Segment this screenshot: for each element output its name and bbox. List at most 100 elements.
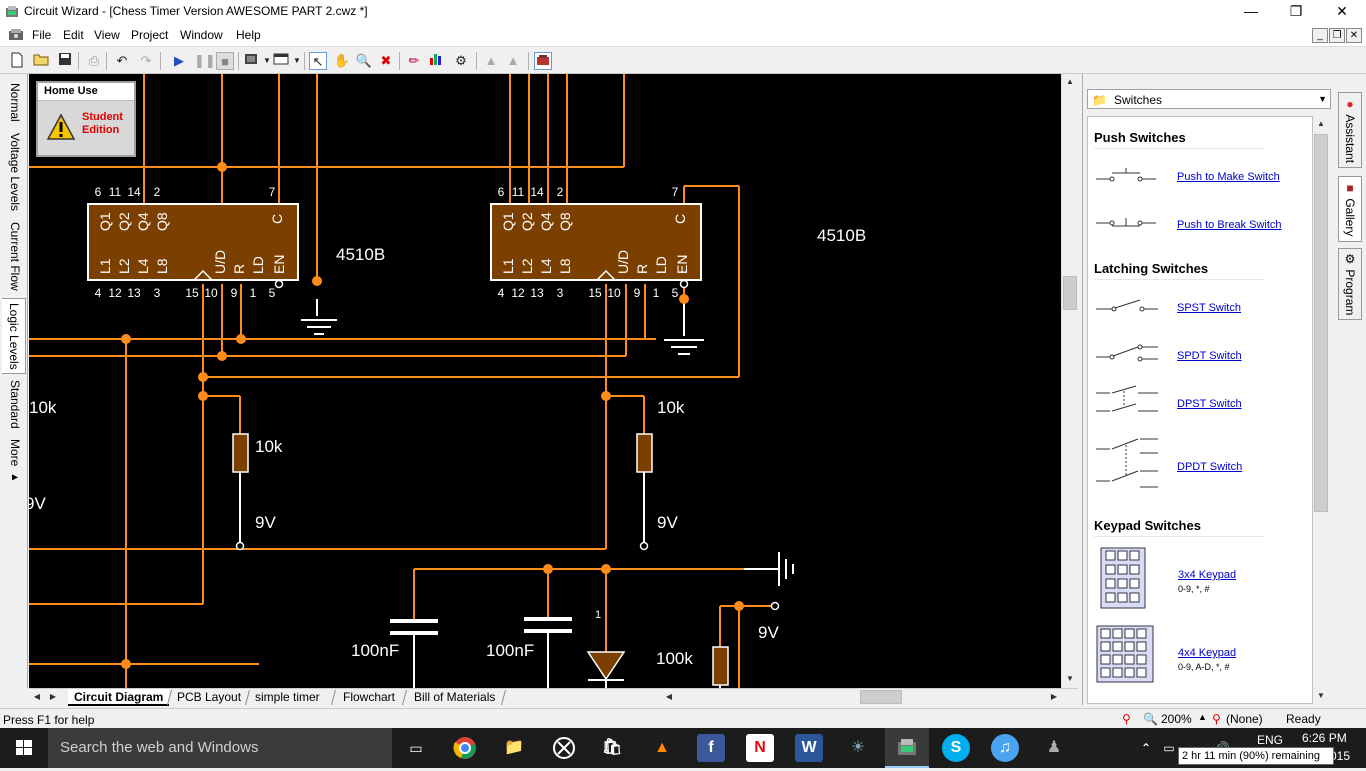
mdi-restore-button[interactable]: ❐	[1329, 28, 1345, 43]
keypad-4x4-icon[interactable]	[1096, 625, 1154, 686]
select-pointer-icon[interactable]: ↖	[309, 52, 327, 70]
maximize-button[interactable]: ❐	[1289, 3, 1303, 19]
tab-bill-of-materials[interactable]: Bill of Materials	[414, 690, 496, 704]
probe-icon[interactable]: ✏	[408, 53, 420, 68]
menu-file[interactable]: File	[32, 28, 52, 42]
tray-overflow-icon[interactable]: ⌃	[1140, 741, 1152, 755]
file-explorer-icon[interactable]: 📁	[504, 739, 524, 756]
tab-flowchart[interactable]: Flowchart	[343, 690, 396, 704]
zoom-level[interactable]: 200%	[1161, 712, 1192, 726]
pan-hand-icon[interactable]: ✋	[333, 53, 351, 68]
keypad-3x4-link[interactable]: 3x4 Keypad	[1178, 569, 1237, 581]
tab-pcb-layout[interactable]: PCB Layout	[177, 690, 242, 704]
close-button[interactable]: ✕	[1336, 3, 1348, 19]
menu-window[interactable]: Window	[180, 28, 223, 42]
mdi-minimize-button[interactable]: _	[1312, 28, 1328, 43]
layout-dropdown-icon[interactable]: ▼	[293, 56, 301, 65]
circuit-canvas[interactable]: 6 11 14 2 7 4 12 13 3 15 10 9 1 5 6 11 1…	[29, 74, 1061, 688]
tab-voltage-levels[interactable]: Voltage Levels	[8, 132, 22, 212]
hscroll-right-icon[interactable]: ▶	[1050, 692, 1058, 701]
clock-date[interactable]: 015	[1330, 749, 1351, 763]
itunes-icon[interactable]: ♫	[991, 734, 1019, 762]
menu-view[interactable]: View	[94, 28, 120, 42]
tab-normal[interactable]: Normal	[8, 82, 22, 122]
push-to-make-icon[interactable]	[1096, 167, 1160, 186]
spdt-switch-icon[interactable]	[1096, 343, 1160, 366]
spst-switch-icon[interactable]	[1096, 297, 1160, 316]
rotate-left-icon[interactable]: ▲	[484, 53, 498, 68]
push-to-make-switch-link[interactable]: Push to Make Switch	[1177, 171, 1280, 183]
tab-gallery[interactable]: ■ Gallery	[1338, 176, 1362, 242]
tab-assistant[interactable]: ● Assistant	[1338, 92, 1362, 168]
gallery-scroll-down-icon[interactable]: ▼	[1317, 691, 1325, 700]
tab-program[interactable]: ⚙ Program	[1338, 248, 1362, 320]
parts-bin-icon[interactable]	[534, 52, 552, 70]
document-icon[interactable]	[8, 27, 24, 46]
redo-icon[interactable]: ↷	[140, 53, 152, 68]
menu-help[interactable]: Help	[236, 28, 261, 42]
input-language[interactable]: ENG	[1257, 733, 1284, 747]
open-icon[interactable]	[32, 52, 50, 70]
canvas-vscroll-thumb[interactable]	[1063, 276, 1077, 310]
canvas-vertical-scrollbar[interactable]: ▲ ▼	[1061, 74, 1078, 688]
dpst-switch-link[interactable]: DPST Switch	[1177, 398, 1242, 410]
component-dropdown-icon[interactable]: ▼	[263, 56, 271, 65]
battery-icon[interactable]: ▭	[1163, 741, 1175, 755]
hscroll-left-icon[interactable]: ◀	[665, 692, 673, 701]
tab-circuit-diagram[interactable]: Circuit Diagram	[68, 689, 170, 706]
tab-more[interactable]: More ▸	[8, 438, 22, 484]
canvas-hscroll-thumb[interactable]	[860, 690, 902, 704]
gallery-scroll-up-icon[interactable]: ▲	[1317, 119, 1325, 128]
circuit-wizard-taskbar-icon[interactable]	[885, 728, 929, 768]
scroll-up-icon[interactable]: ▲	[1066, 77, 1074, 86]
start-button[interactable]	[0, 728, 48, 768]
new-icon[interactable]	[8, 52, 26, 70]
tab-scroll-right-icon[interactable]: ▶	[49, 692, 57, 701]
app-icon[interactable]	[5, 5, 19, 19]
spst-switch-link[interactable]: SPST Switch	[1177, 302, 1241, 314]
component-icon[interactable]	[242, 52, 260, 70]
scroll-down-icon[interactable]: ▼	[1066, 674, 1074, 683]
netflix-icon[interactable]: N	[746, 734, 774, 762]
zoom-up-icon[interactable]: ▲	[1198, 712, 1207, 722]
gallery-category-select[interactable]: 📁 Switches ▼	[1087, 89, 1331, 109]
tab-logic-levels[interactable]: Logic Levels	[2, 298, 26, 374]
circuit-schematic[interactable]: 6 11 14 2 7 4 12 13 3 15 10 9 1 5 6 11 1…	[29, 74, 1061, 688]
menu-edit[interactable]: Edit	[63, 28, 84, 42]
keypad-3x4-icon[interactable]	[1100, 547, 1146, 612]
vlc-icon[interactable]: ▲	[654, 739, 670, 756]
dpdt-switch-link[interactable]: DPDT Switch	[1177, 461, 1243, 473]
spdt-switch-link[interactable]: SPDT Switch	[1177, 350, 1242, 362]
mdi-close-button[interactable]: ✕	[1346, 28, 1362, 43]
chevron-down-icon[interactable]: ▼	[1318, 94, 1327, 104]
graph-icon[interactable]	[428, 52, 446, 70]
app-icon-globe[interactable]: ☀	[850, 739, 866, 756]
minimize-button[interactable]: —	[1244, 3, 1258, 19]
tab-simple-timer[interactable]: simple timer	[255, 690, 320, 704]
store-icon[interactable]: 🛍	[601, 739, 623, 756]
dpst-switch-icon[interactable]	[1096, 385, 1160, 418]
save-icon[interactable]	[56, 52, 74, 70]
delete-icon[interactable]: ✖	[380, 53, 392, 68]
facebook-icon[interactable]: f	[697, 734, 725, 762]
skype-icon[interactable]: S	[942, 734, 970, 762]
tab-standard[interactable]: Standard	[8, 379, 22, 429]
push-to-break-icon[interactable]	[1096, 215, 1160, 234]
menu-project[interactable]: Project	[131, 28, 169, 42]
pause-icon[interactable]: ❚❚	[194, 53, 216, 68]
layout-icon[interactable]	[272, 52, 290, 70]
tab-scroll-left-icon[interactable]: ◀	[33, 692, 41, 701]
chrome-icon[interactable]	[451, 734, 479, 762]
stop-icon[interactable]: ■	[216, 52, 234, 70]
xbox-icon[interactable]	[550, 734, 578, 762]
zoom-icon[interactable]: 🔍	[355, 53, 373, 68]
tab-current-flow[interactable]: Current Flow	[8, 221, 22, 291]
push-to-break-switch-link[interactable]: Push to Break Switch	[1177, 219, 1282, 231]
app-icon-figure[interactable]: ♟	[1046, 739, 1062, 756]
gallery-vscroll-thumb[interactable]	[1314, 134, 1328, 512]
word-icon[interactable]: W	[795, 734, 823, 762]
keypad-4x4-link[interactable]: 4x4 Keypad	[1178, 647, 1237, 659]
rotate-right-icon[interactable]: ▲	[506, 53, 520, 68]
dpdt-switch-icon[interactable]	[1096, 435, 1160, 498]
task-view-icon[interactable]: ▭	[409, 740, 423, 756]
